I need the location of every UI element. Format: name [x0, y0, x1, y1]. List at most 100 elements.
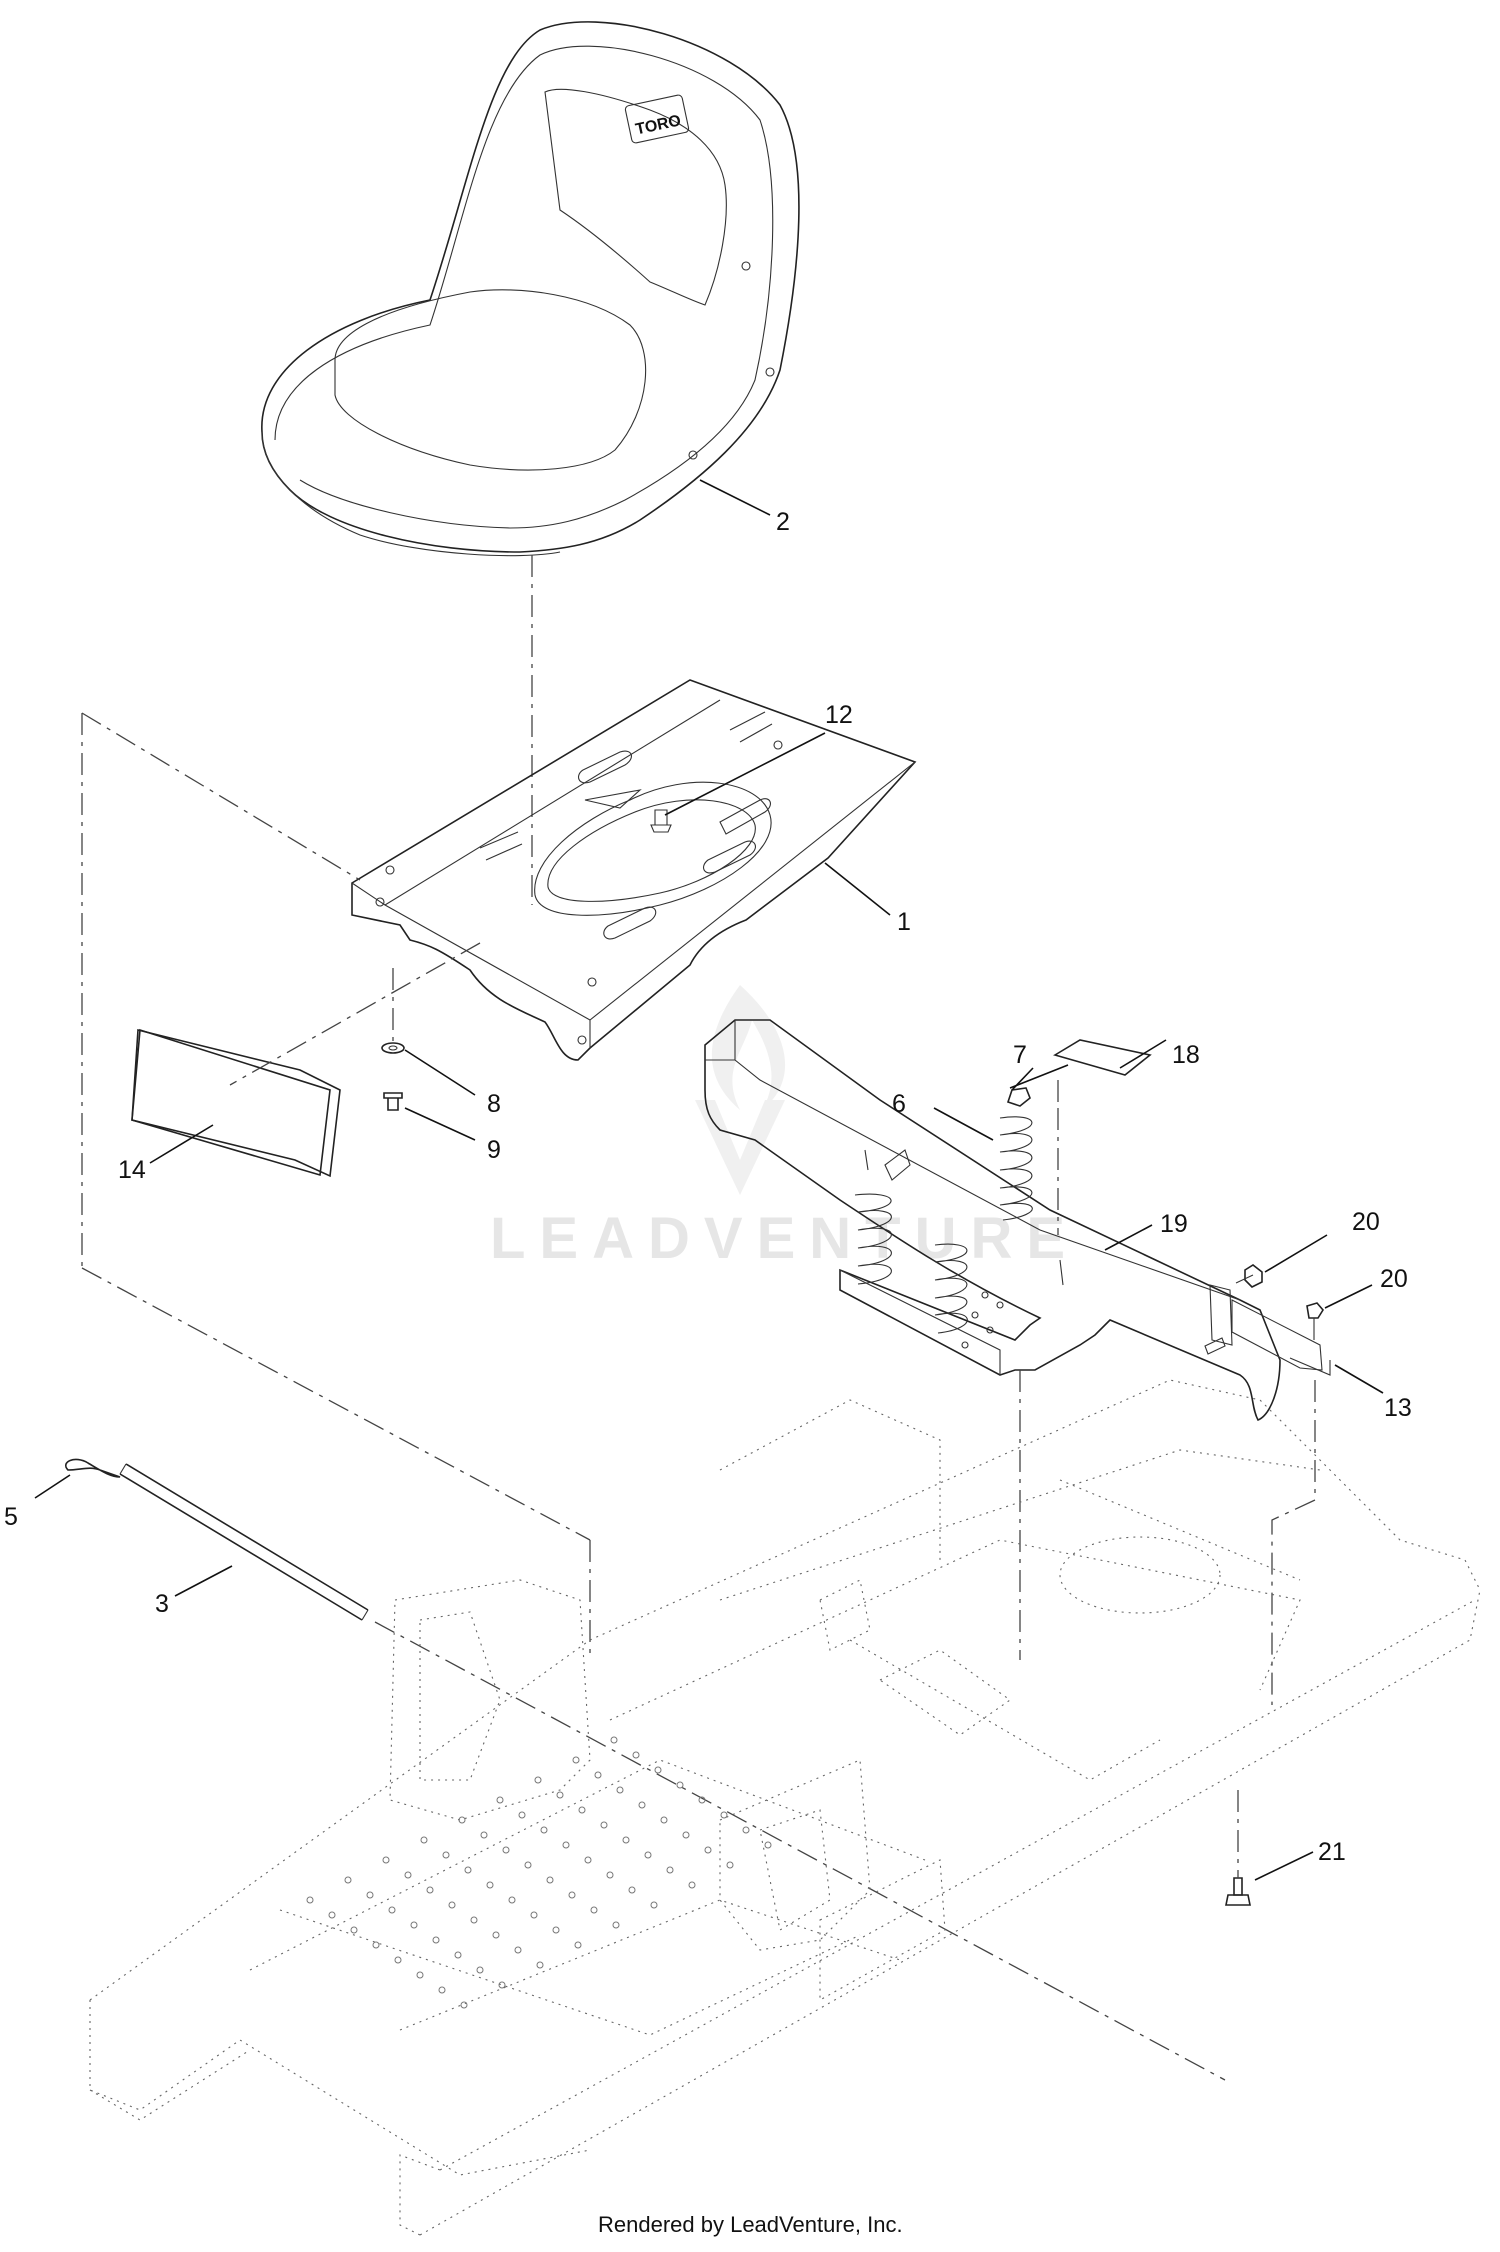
callout-14: 14	[118, 1156, 146, 1184]
frame-hole	[502, 1846, 510, 1854]
leader-lines	[34, 479, 1384, 1881]
seat-logo-badge: TORO	[624, 94, 690, 144]
frame-hole	[394, 1956, 402, 1964]
callout-20-b: 20	[1380, 1265, 1408, 1293]
frame-hole	[726, 1861, 734, 1869]
frame-hole	[518, 1811, 526, 1819]
callout-20-a: 20	[1352, 1208, 1380, 1236]
spring-front-right	[934, 1243, 968, 1334]
frame-hole	[650, 1901, 658, 1909]
frame-hole	[720, 1811, 728, 1819]
frame-hole	[496, 1796, 504, 1804]
callout-3: 3	[155, 1590, 169, 1618]
frame-hole	[660, 1816, 668, 1824]
frame-hole	[410, 1921, 418, 1929]
leader-7	[1011, 1067, 1034, 1091]
frame-hole	[600, 1821, 608, 1829]
decal-frame-mid	[229, 942, 481, 1086]
frame-hole	[530, 1911, 538, 1919]
decal-frame-bottom	[81, 1267, 591, 1541]
leader-18	[1009, 1064, 1069, 1089]
frame-hole	[568, 1891, 576, 1899]
callout-21: 21	[1318, 1838, 1346, 1866]
leader-1	[824, 862, 891, 916]
frame-hole	[388, 1906, 396, 1914]
frame-hole	[420, 1836, 428, 1844]
frame-hole	[382, 1856, 390, 1864]
frame-hole	[328, 1911, 336, 1919]
frame-hole	[306, 1896, 314, 1904]
frame-hole	[508, 1896, 516, 1904]
frame-hole	[454, 1951, 462, 1959]
frame-hole	[536, 1961, 544, 1969]
frame-hole	[764, 1841, 772, 1849]
frame-bolt-holes	[306, 1736, 772, 2009]
frame-hole	[606, 1871, 614, 1879]
frame-hole	[574, 1941, 582, 1949]
frame-hole	[616, 1786, 624, 1794]
leader-5	[34, 1474, 71, 1499]
callout-labels: 2 12 1 7 18 6 8 9 14 19 20 20 13 5 3 21	[4, 508, 1412, 1866]
frame-hole	[682, 1831, 690, 1839]
bolt-20-b	[1306, 1302, 1324, 1340]
frame-hole	[480, 1831, 488, 1839]
frame-hole	[610, 1736, 618, 1744]
frame-hole	[546, 1876, 554, 1884]
frame-hole	[350, 1926, 358, 1934]
watermark: LEADVENTURE	[490, 985, 1079, 1271]
frame-hole	[458, 1816, 466, 1824]
callout-13: 13	[1384, 1394, 1412, 1422]
spring-rear	[999, 1116, 1033, 1221]
frame-hole	[704, 1846, 712, 1854]
leader-18b	[1119, 1039, 1167, 1069]
frame-hole	[486, 1881, 494, 1889]
leader-20b	[1324, 1284, 1373, 1309]
frame-hole	[578, 1806, 586, 1814]
callout-6: 6	[892, 1090, 906, 1118]
watermark-text: LEADVENTURE	[490, 1206, 1079, 1271]
bolt-9	[383, 1092, 403, 1111]
frame-hole	[572, 1756, 580, 1764]
main-frame	[89, 1379, 1481, 2236]
frame-hole	[556, 1791, 564, 1799]
frame-hole	[594, 1771, 602, 1779]
frame-hole	[514, 1946, 522, 1954]
nut-7	[1006, 1087, 1031, 1107]
frame-hole	[344, 1876, 352, 1884]
frame-hole	[632, 1751, 640, 1759]
bolt-20-a	[1235, 1264, 1263, 1288]
frame-hole	[612, 1921, 620, 1929]
leader-9	[404, 1107, 476, 1141]
frame-hole	[654, 1766, 662, 1774]
decal-14	[131, 1028, 341, 1178]
frame-hole	[432, 1936, 440, 1944]
frame-hole	[404, 1871, 412, 1879]
frame-hole	[666, 1866, 674, 1874]
frame-hole	[372, 1941, 380, 1949]
frame-hole	[492, 1931, 500, 1939]
frame-hole	[460, 2001, 468, 2009]
frame-hole	[416, 1971, 424, 1979]
frame-hole	[464, 1866, 472, 1874]
leader-21	[1254, 1851, 1314, 1881]
frame-hole	[644, 1851, 652, 1859]
pivot-rod-3	[119, 1463, 369, 1621]
callout-2: 2	[776, 508, 790, 536]
frame-hole	[698, 1796, 706, 1804]
watermark-flame-icon	[695, 985, 786, 1195]
frame-hole	[426, 1886, 434, 1894]
frame-hole	[552, 1926, 560, 1934]
leader-13	[1334, 1364, 1384, 1394]
callout-19: 19	[1160, 1210, 1188, 1238]
frame-hole	[562, 1841, 570, 1849]
frame-hole	[676, 1781, 684, 1789]
frame-hole	[622, 1836, 630, 1844]
callout-12: 12	[825, 701, 853, 729]
frame-hole	[476, 1966, 484, 1974]
frame-hole	[448, 1901, 456, 1909]
callout-9: 9	[487, 1136, 501, 1164]
frame-hole	[442, 1851, 450, 1859]
frame-hole	[584, 1856, 592, 1864]
leader-3	[174, 1565, 233, 1597]
